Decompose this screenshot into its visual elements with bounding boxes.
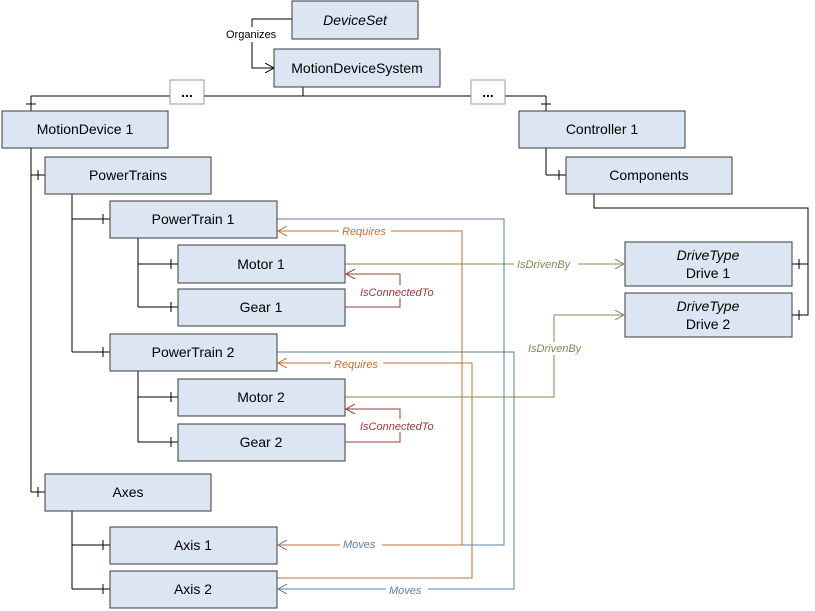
ellipsis-right-label: ... <box>482 84 494 100</box>
node-motor-2[interactable]: Motor 2 <box>177 378 346 417</box>
node-axis-1[interactable]: Axis 1 <box>109 526 278 565</box>
node-components-label: Components <box>609 167 688 183</box>
is-driven-by-label-1: IsDrivenBy <box>517 259 572 271</box>
reference-labels: Organizes Requires Requires IsConnectedT… <box>222 27 589 597</box>
node-device-set[interactable]: DeviceSet <box>291 0 419 40</box>
node-gear-2-label: Gear 2 <box>240 434 283 450</box>
node-power-train-1-label: PowerTrain 1 <box>152 211 235 227</box>
node-axes[interactable]: Axes <box>44 473 212 512</box>
moves-label-2: Moves <box>389 585 422 597</box>
node-drive-1-type: DriveType <box>677 247 740 263</box>
node-power-train-2[interactable]: PowerTrain 2 <box>109 333 278 372</box>
node-motor-1-label: Motor 1 <box>237 256 285 272</box>
node-axes-label: Axes <box>112 484 143 500</box>
node-controller-1[interactable]: Controller 1 <box>518 110 686 149</box>
requires-label-2: Requires <box>334 359 379 371</box>
node-axis-2-label: Axis 2 <box>174 581 212 597</box>
node-gear-2[interactable]: Gear 2 <box>177 423 346 462</box>
node-components[interactable]: Components <box>565 156 733 195</box>
node-axis-1-label: Axis 1 <box>174 537 212 553</box>
node-motion-device-1-label: MotionDevice 1 <box>37 121 134 137</box>
nodes: DeviceSet MotionDeviceSystem ... ... Mot… <box>1 0 793 609</box>
ellipsis-right: ... <box>470 79 506 105</box>
is-driven-by-references <box>345 264 624 398</box>
ellipsis-left: ... <box>169 79 205 105</box>
node-drive-1[interactable]: DriveType Drive 1 <box>624 241 793 287</box>
node-motion-device-system[interactable]: MotionDeviceSystem <box>273 48 441 88</box>
node-motor-1[interactable]: Motor 1 <box>177 244 346 284</box>
node-axis-2[interactable]: Axis 2 <box>109 570 278 609</box>
ellipsis-left-label: ... <box>181 84 193 100</box>
node-gear-1[interactable]: Gear 1 <box>177 288 346 327</box>
node-power-train-2-label: PowerTrain 2 <box>152 344 235 360</box>
node-drive-2-type: DriveType <box>677 298 740 314</box>
is-connected-to-label-2: IsConnectedTo <box>360 421 434 433</box>
node-drive-1-label: Drive 1 <box>686 265 731 281</box>
is-driven-by-label-2: IsDrivenBy <box>528 343 583 355</box>
is-connected-to-label-1: IsConnectedTo <box>360 287 434 299</box>
node-gear-1-label: Gear 1 <box>240 299 283 315</box>
node-drive-2[interactable]: DriveType Drive 2 <box>624 292 793 338</box>
hierarchy-lines <box>26 18 809 594</box>
moves-label-1: Moves <box>343 539 376 551</box>
node-motor-2-label: Motor 2 <box>237 389 285 405</box>
node-drive-2-label: Drive 2 <box>686 316 731 332</box>
node-controller-1-label: Controller 1 <box>566 121 639 137</box>
organizes-label: Organizes <box>226 29 277 41</box>
node-power-train-1[interactable]: PowerTrain 1 <box>109 200 278 239</box>
node-motion-device-1[interactable]: MotionDevice 1 <box>1 110 169 149</box>
node-device-set-label: DeviceSet <box>323 12 388 28</box>
requires-label-1: Requires <box>342 226 387 238</box>
node-power-trains-label: PowerTrains <box>89 167 167 183</box>
node-motion-device-system-label: MotionDeviceSystem <box>291 60 423 76</box>
node-power-trains[interactable]: PowerTrains <box>44 156 212 195</box>
